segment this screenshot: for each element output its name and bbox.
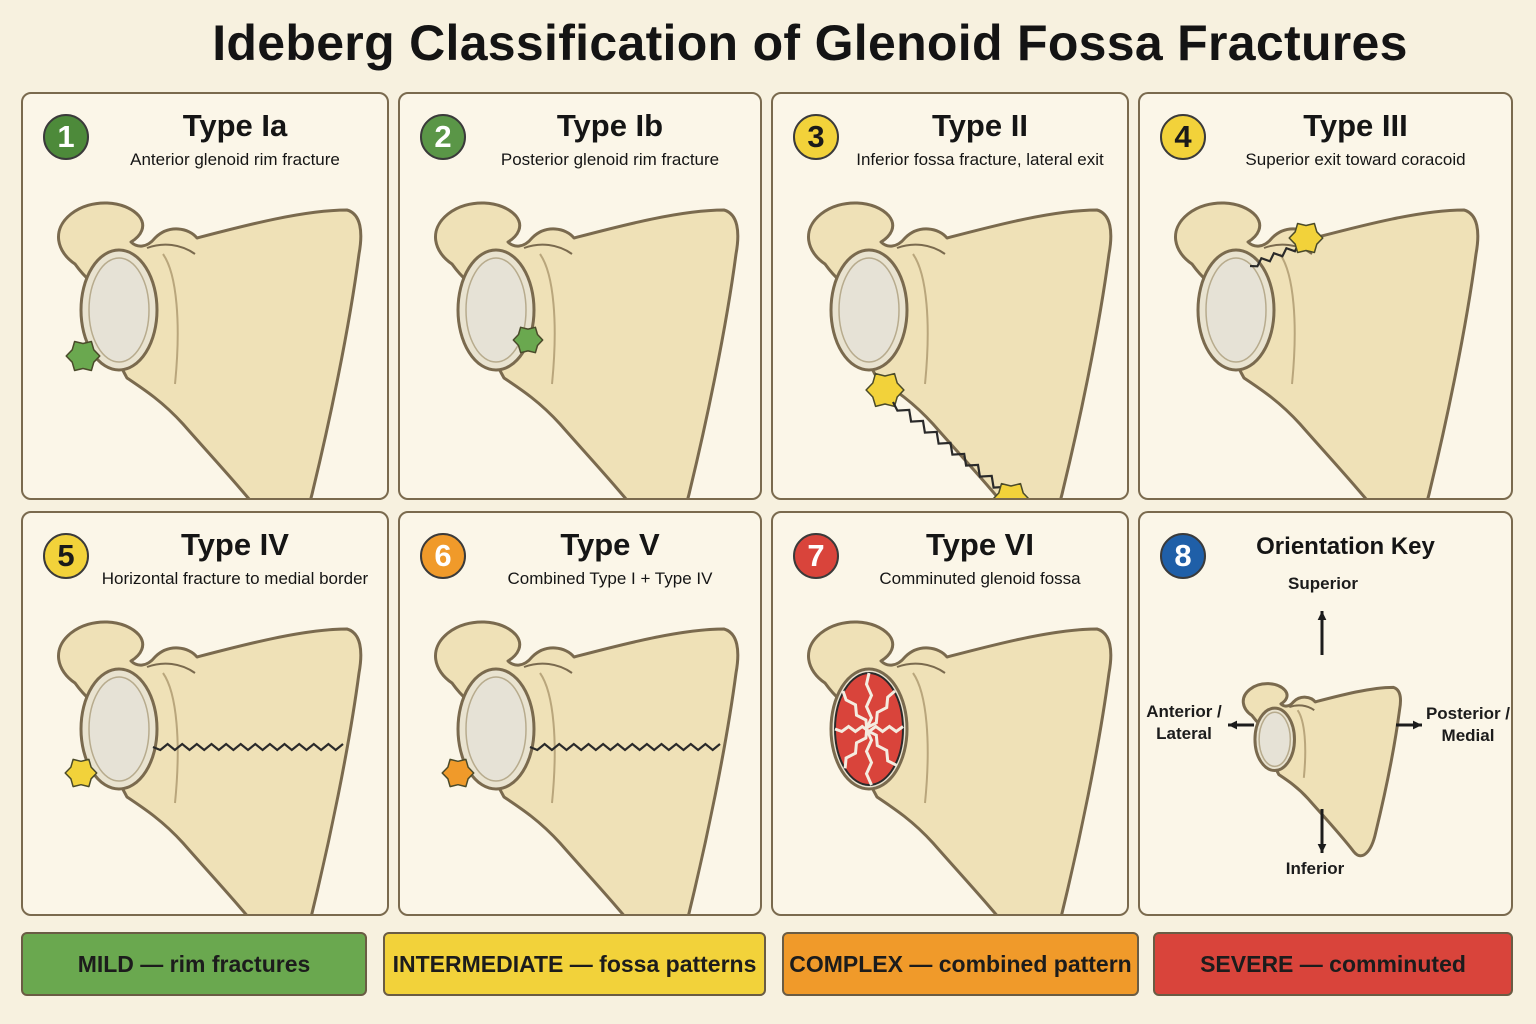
acromion-line (896, 662, 946, 674)
badge-5: 5 (43, 533, 89, 579)
label-posterior-line1: Posterior / (1425, 704, 1511, 723)
panel-title: Type Ib (556, 108, 664, 143)
panel-description: Inferior fossa fracture, lateral exit (856, 150, 1104, 169)
fracture-fragment-orange (441, 758, 475, 788)
page-title: Ideberg Classification of Glenoid Fossa … (212, 15, 1408, 71)
fracture-line (152, 742, 344, 752)
label-anterior-line2: Lateral (1156, 724, 1212, 743)
scapula-diagram (807, 620, 1113, 914)
panel-description: Superior exit toward coracoid (1245, 150, 1466, 169)
scapula (434, 620, 740, 914)
scapula (807, 201, 1113, 498)
legend-mild: MILD — rim fractures (21, 932, 367, 996)
panel-type-vi: 7 Type VI Comminuted glenoid fossa (771, 511, 1129, 916)
spine-line (162, 253, 179, 385)
glenoid-fossa (465, 676, 527, 782)
spine-line (162, 672, 179, 804)
arrow-superior-head (1317, 611, 1327, 621)
panel-description: Combined Type I + Type IV (507, 569, 713, 588)
scapula-diagram (434, 620, 740, 914)
scapula-diagram (434, 201, 740, 498)
badge-3: 3 (793, 114, 839, 160)
badge-4: 4 (1160, 114, 1206, 160)
panel-title: Type III (1303, 108, 1408, 143)
label-posterior-line2: Medial (1441, 726, 1495, 745)
comminution-crack (843, 689, 896, 769)
panel-type-ii: 3 Type II Inferior fossa fracture, later… (771, 92, 1129, 500)
spine-line (912, 253, 929, 385)
badge-6: 6 (420, 533, 466, 579)
panel-type-iii: 4 Type III Superior exit toward coracoid (1138, 92, 1513, 500)
panel-title: Type V (560, 527, 660, 562)
acromion-line (1288, 704, 1315, 712)
panel-description: Anterior glenoid rim fracture (130, 150, 340, 169)
fracture-fragment-green (512, 326, 544, 354)
panel-type-iv: 5 Type IV Horizontal fracture to medial … (21, 511, 389, 916)
scapula-diagram (807, 201, 1113, 498)
fracture-line (1249, 242, 1300, 268)
arrow-anterior-head (1228, 720, 1238, 730)
scapula (1174, 201, 1480, 498)
fracture-line (892, 401, 1006, 489)
legend-severe: SEVERE — comminuted (1153, 932, 1513, 996)
fracture-fragment-yellow (1288, 222, 1324, 254)
badge-2: 2 (420, 114, 466, 160)
panel-description: Posterior glenoid rim fracture (500, 150, 720, 169)
label-inferior: Inferior (1285, 859, 1345, 878)
spine-line (539, 672, 556, 804)
scapula (57, 620, 363, 914)
scapula (1241, 682, 1402, 858)
panel-title: Type II (932, 108, 1028, 143)
glenoid-fossa (1258, 711, 1292, 768)
scapula (57, 201, 363, 498)
badge-8: 8 (1160, 533, 1206, 579)
label-superior: Superior (1288, 574, 1358, 593)
spine-line (539, 253, 556, 385)
glenoid-fossa (465, 257, 527, 363)
fracture-fragment-yellow (64, 758, 98, 788)
glenoid-fossa (838, 257, 900, 363)
fracture-fragment-yellow (992, 482, 1030, 498)
spine-line (912, 672, 929, 804)
badge-7: 7 (793, 533, 839, 579)
acromion-line (523, 243, 573, 255)
arrow-posterior-head (1412, 720, 1422, 730)
orientation-title: Orientation Key (1256, 533, 1435, 560)
scapula-diagram (1174, 201, 1480, 498)
panel-type-ib: 2 Type Ib Posterior glenoid rim fracture (398, 92, 762, 500)
panel-description: Horizontal fracture to medial border (101, 569, 369, 588)
fracture-line (529, 742, 721, 752)
panel-description: Comminuted glenoid fossa (879, 569, 1081, 588)
arrow-inferior-head (1317, 843, 1327, 853)
spine-line (1279, 253, 1296, 385)
scapula (807, 620, 1113, 914)
label-anterior-line1: Anterior / (1146, 702, 1222, 721)
legend-intermediate: INTERMEDIATE — fossa patterns (383, 932, 766, 996)
panel-title: Type IV (181, 527, 289, 562)
spine-line (1296, 709, 1307, 778)
label-posterior: Posterior / Medial (1422, 703, 1511, 747)
scapula-diagram (57, 620, 363, 914)
acromion-line (523, 662, 573, 674)
glenoid-fossa (88, 676, 150, 782)
scapula (434, 201, 740, 498)
panel-orientation-key: 8 Orientation Key Superior Inferior Ante… (1138, 511, 1513, 916)
glenoid-fossa (1205, 257, 1267, 363)
panel-title: Type VI (926, 527, 1034, 562)
label-anterior: Anterior / Lateral (1142, 701, 1226, 745)
panel-title: Type Ia (182, 108, 288, 143)
badge-1: 1 (43, 114, 89, 160)
orientation-diagram (1228, 611, 1422, 858)
legend-complex: COMPLEX — combined pattern (782, 932, 1139, 996)
acromion-line (896, 243, 946, 255)
glenoid-fossa (88, 257, 150, 363)
panel-type-v: 6 Type V Combined Type I + Type IV (398, 511, 762, 916)
fracture-fragment-green (65, 340, 101, 372)
panel-type-ia: 1 Type Ia Anterior glenoid rim fracture (21, 92, 389, 500)
scapula-diagram (57, 201, 363, 498)
acromion-line (146, 243, 196, 255)
acromion-line (146, 662, 196, 674)
